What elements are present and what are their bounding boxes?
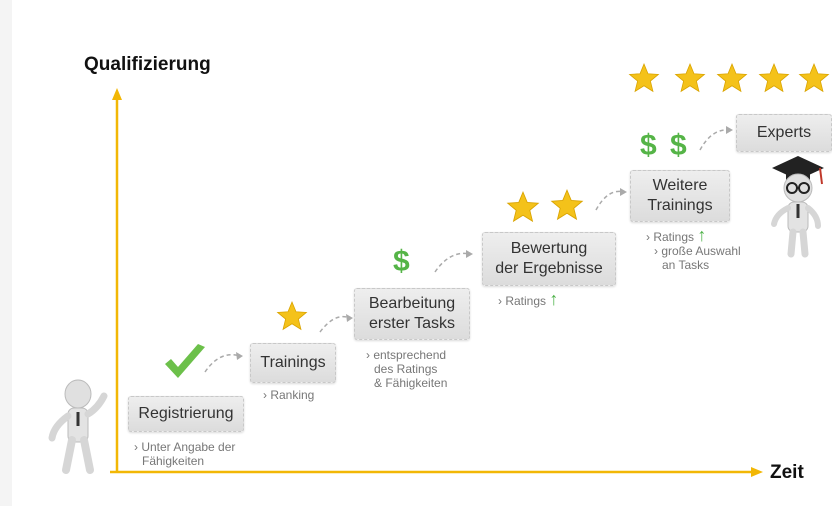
note-line: Fähigkeiten (142, 454, 205, 468)
note-line: › Unter Angabe der (134, 440, 236, 454)
left-edge-bar (0, 0, 12, 506)
note-line: › Ratings (498, 294, 547, 308)
star-icon (798, 62, 830, 93)
step-weitere-trainings: Weitere Trainings (630, 170, 730, 222)
note-line: › Ratings (646, 230, 695, 244)
step-trainings: Trainings (250, 343, 336, 383)
up-arrow-icon: ↑ (549, 289, 559, 309)
step-note-registrierung: › Unter Angabe der Fähigkeiten (134, 440, 235, 468)
note-line: › entsprechend (366, 348, 447, 362)
star-icon (506, 191, 540, 223)
star-icon (550, 189, 584, 221)
person-leaning-icon (48, 379, 108, 474)
step-label: Trainings (260, 354, 326, 371)
note-line: › Ranking (263, 388, 315, 402)
note-line: des Ratings (374, 362, 438, 376)
step-experts: Experts (736, 114, 832, 152)
star-icon (716, 62, 748, 93)
checkmark-icon (165, 344, 205, 378)
step-note-bewertung: › Ratings ↑ (498, 289, 559, 309)
note-line: an Tasks (662, 258, 710, 272)
step-bearbeitung: Bearbeitung erster Tasks (354, 288, 470, 340)
step-label-line: der Ergebnisse (495, 260, 603, 277)
step-note-bearbeitung: › entsprechend des Ratings & Fähigkeiten (366, 348, 447, 390)
step-label-line: Bearbeitung (368, 295, 456, 312)
note-line: › große Auswahl (654, 244, 741, 258)
graduate-person-icon (771, 156, 824, 258)
star-icon (628, 62, 660, 93)
step-label-line: Weitere (652, 177, 708, 194)
star-icon (674, 62, 706, 93)
up-arrow-icon: ↑ (697, 225, 707, 245)
star-icon (276, 300, 308, 331)
dollar-icon: $ (393, 245, 410, 278)
step-label-line: Bewertung (510, 240, 588, 257)
dollar-icon: $ (670, 129, 687, 162)
step-label-line: Trainings (647, 197, 713, 214)
x-axis-label: Zeit (770, 462, 804, 483)
dollar-icon: $ (640, 129, 657, 162)
step-bewertung: Bewertung der Ergebnisse (482, 232, 616, 286)
step-note-weitere-trainings: › Ratings ↑ › große Auswahl an Tasks (646, 225, 741, 272)
step-label: Registrierung (138, 405, 234, 422)
step-label: Experts (756, 124, 812, 141)
step-note-trainings: › Ranking (263, 388, 314, 402)
step-registrierung: Registrierung (128, 396, 244, 432)
note-line: & Fähigkeiten (374, 376, 448, 390)
star-icon (758, 62, 790, 93)
y-axis-label: Qualifizierung (84, 54, 211, 75)
step-label-line: erster Tasks (369, 315, 455, 332)
